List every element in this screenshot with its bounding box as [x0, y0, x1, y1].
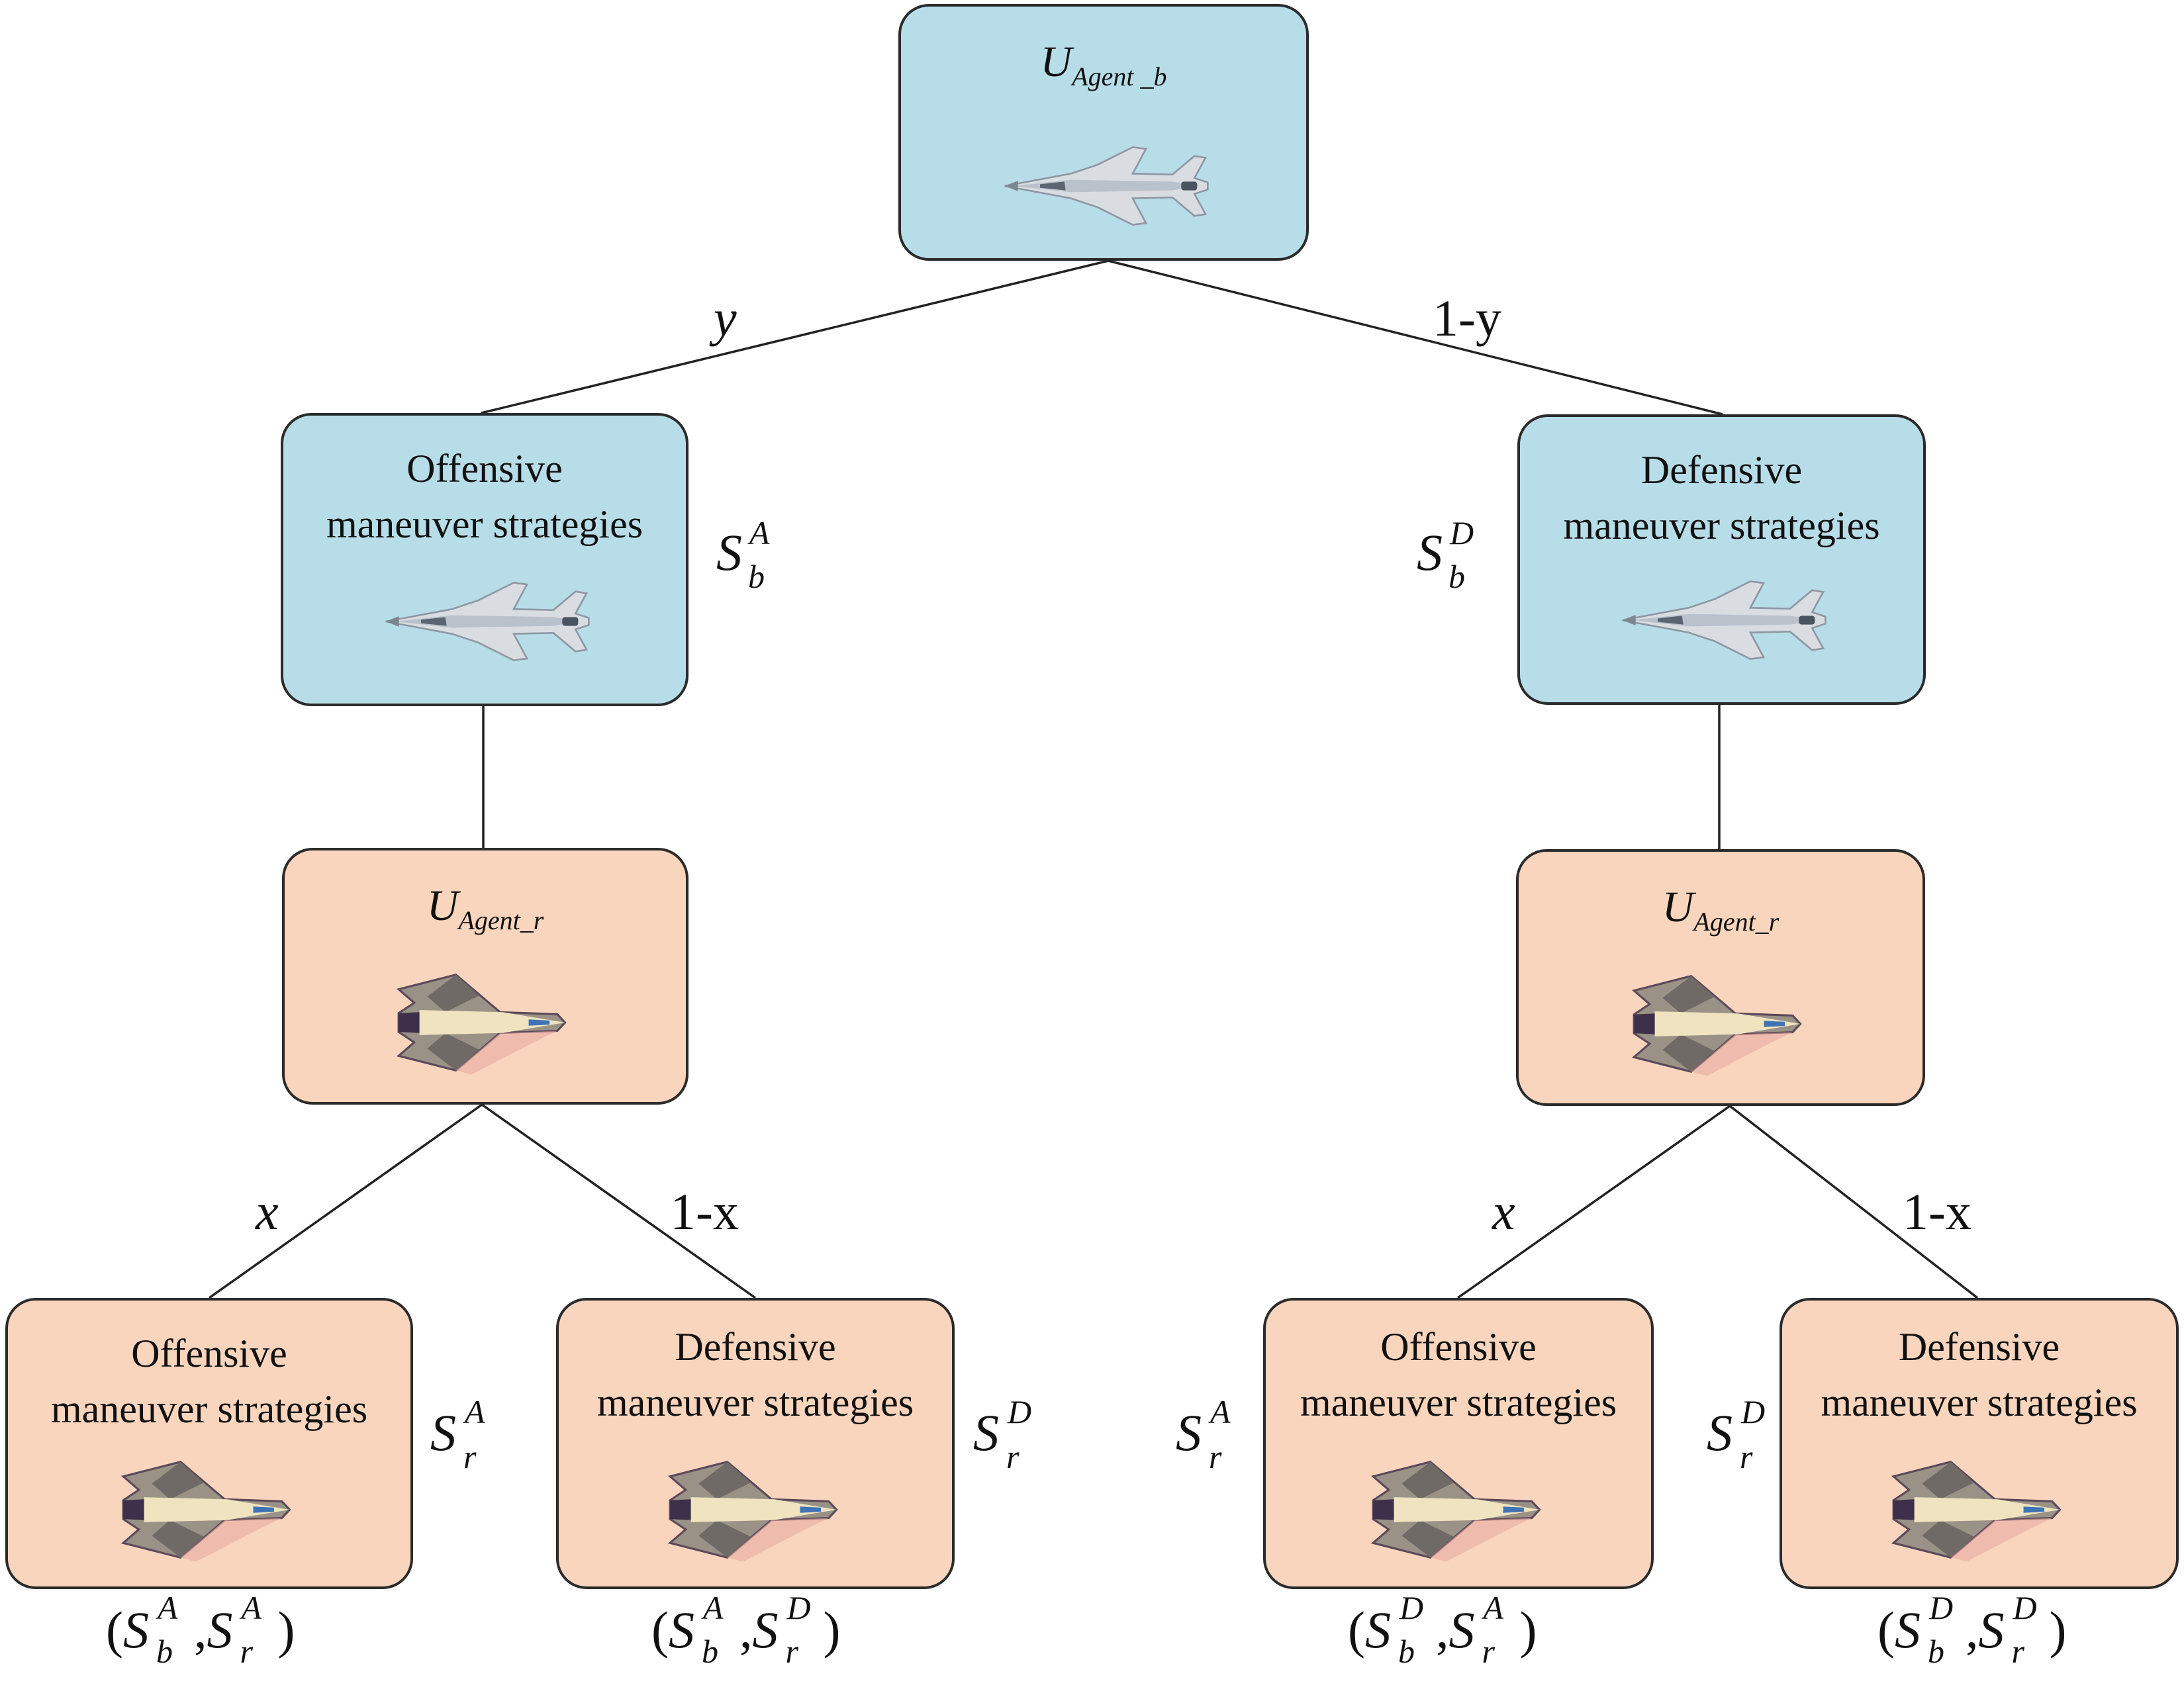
edge-label-one-minus-x-left: 1-x	[670, 1183, 739, 1240]
leaf-1-title: Offensive maneuver strategies	[50, 1332, 368, 1431]
edge-root-to-blue-defensive	[1108, 259, 1723, 416]
red-agent-node-left: UAgent_r	[282, 848, 688, 1105]
leaf-4-strategy-symbol: S D r	[1707, 1393, 1766, 1475]
edge-label-y: y	[714, 289, 737, 347]
red-fighter-jet-icon	[669, 1461, 838, 1563]
red-fighter-jet-icon	[1372, 1461, 1541, 1563]
edge-red-left-to-leaf-2	[481, 1103, 757, 1299]
red-fighter-jet-icon	[1633, 975, 1802, 1077]
blue-fighter-jet-icon	[1004, 146, 1209, 226]
red-defensive-leaf-node-2: Defensive maneuver strategies	[556, 1298, 955, 1589]
red-agent-right-label: UAgent_r	[1662, 883, 1780, 937]
red-fighter-jet-icon	[122, 1461, 291, 1563]
blue-defensive-strategy-symbol: S D b	[1417, 514, 1474, 595]
edge-label-x-right: x	[1492, 1183, 1515, 1240]
edge-red-left-to-leaf-1	[208, 1103, 483, 1299]
red-fighter-jet-icon	[1892, 1461, 2062, 1563]
red-offensive-leaf-node-1: Offensive maneuver strategies	[5, 1298, 413, 1589]
red-agent-node-right: UAgent_r	[1516, 849, 1925, 1106]
blue-fighter-jet-icon	[1621, 580, 1827, 661]
edge-red-right-to-leaf-4	[1729, 1105, 1979, 1299]
leaf-3-strategy-symbol: S A r	[1176, 1393, 1231, 1475]
edge-root-to-blue-offensive	[481, 259, 1109, 414]
red-offensive-leaf-node-3: Offensive maneuver strategies	[1263, 1298, 1654, 1589]
edge-label-one-minus-x-right: 1-x	[1903, 1183, 1971, 1240]
red-fighter-jet-icon	[397, 974, 567, 1076]
red-defensive-leaf-node-4: Defensive maneuver strategies	[1780, 1298, 2179, 1589]
leaf-1-strategy-symbol: S A r	[430, 1393, 485, 1475]
blue-offensive-strategy-node: Offensive maneuver strategies	[281, 413, 688, 706]
leaf-2-title: Defensive maneuver strategies	[596, 1325, 914, 1424]
red-agent-left-label: UAgent_r	[426, 882, 544, 935]
blue-offensive-strategy-symbol: S A b	[716, 514, 770, 595]
root-agent-b-node: UAgent _b	[898, 4, 1309, 261]
edge-label-x-left: x	[256, 1183, 279, 1240]
blue-fighter-jet-icon	[385, 581, 590, 662]
root-agent-b-label: UAgent _b	[1040, 38, 1167, 91]
blue-defensive-strategy-node: Defensive maneuver strategies	[1517, 414, 1926, 705]
leaf-4-title: Defensive maneuver strategies	[1821, 1325, 2138, 1424]
leaf-3-title: Offensive maneuver strategies	[1300, 1325, 1617, 1424]
blue-defensive-title: Defensive maneuver strategies	[1563, 448, 1880, 547]
leaf-2-strategy-symbol: S D r	[973, 1393, 1032, 1475]
edge-red-right-to-leaf-3	[1456, 1105, 1731, 1299]
blue-offensive-title: Offensive maneuver strategies	[326, 447, 643, 546]
edge-label-one-minus-y: 1-y	[1433, 289, 1501, 347]
